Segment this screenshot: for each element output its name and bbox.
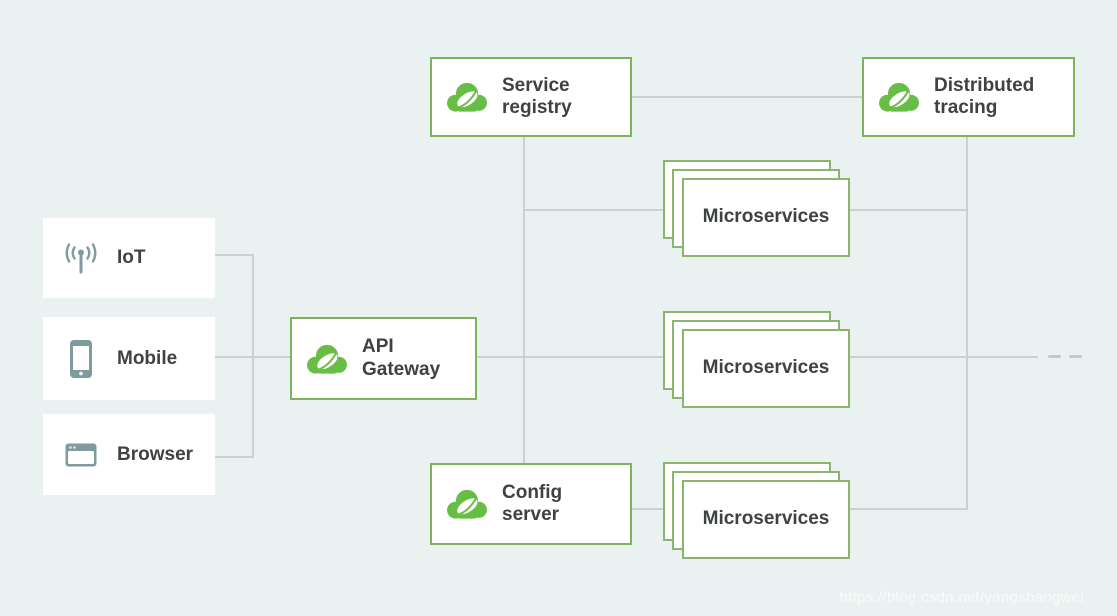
client-label: IoT bbox=[117, 247, 146, 268]
node-browser: Browser bbox=[43, 414, 215, 495]
spring-cloud-logo-icon bbox=[444, 77, 490, 117]
spring-cloud-logo-icon bbox=[304, 339, 350, 379]
node-iot: IoT bbox=[43, 218, 215, 298]
node-service-registry: Service registry bbox=[430, 57, 632, 137]
watermark-url: https://blog.csdn.net/yangshangwei bbox=[839, 589, 1084, 606]
iot-broadcast-icon bbox=[59, 242, 103, 275]
microservices-stack-middle: Microservices bbox=[663, 311, 853, 411]
client-label: Browser bbox=[117, 443, 194, 465]
connector-gateway-main-row bbox=[215, 356, 1038, 358]
connector-clients-vertical bbox=[252, 255, 254, 458]
browser-window-icon bbox=[59, 443, 103, 467]
stack-card-front: Microservices bbox=[682, 329, 850, 408]
node-api-gateway: API Gateway bbox=[290, 317, 477, 400]
connector-registry-to-tracing bbox=[632, 96, 862, 98]
connector-continuation-dash bbox=[1048, 355, 1061, 358]
node-distributed-tracing: Distributed tracing bbox=[862, 57, 1075, 137]
connector-registry-to-config bbox=[523, 137, 525, 466]
node-mobile: Mobile bbox=[43, 317, 215, 400]
node-label: Distributed tracing bbox=[934, 74, 1035, 118]
microservices-label: Microservices bbox=[702, 206, 830, 228]
connector-iot-branch bbox=[215, 254, 254, 256]
node-label: Config server bbox=[502, 481, 563, 525]
spring-cloud-logo-icon bbox=[444, 484, 490, 524]
connector-continuation-dash bbox=[1069, 355, 1082, 358]
mobile-phone-icon bbox=[59, 339, 103, 379]
microservices-label: Microservices bbox=[702, 357, 830, 379]
microservices-label: Microservices bbox=[702, 508, 830, 530]
connector-browser-branch bbox=[215, 456, 254, 458]
microservices-stack-bottom: Microservices bbox=[663, 462, 853, 562]
stack-card-front: Microservices bbox=[682, 178, 850, 257]
connector-tracing-vertical bbox=[966, 137, 968, 510]
node-label: Service registry bbox=[502, 74, 572, 118]
spring-cloud-logo-icon bbox=[876, 77, 922, 117]
client-label: Mobile bbox=[117, 347, 178, 369]
node-config-server: Config server bbox=[430, 463, 632, 545]
node-label: API Gateway bbox=[362, 336, 441, 380]
microservices-stack-top: Microservices bbox=[663, 160, 853, 260]
stack-card-front: Microservices bbox=[682, 480, 850, 559]
